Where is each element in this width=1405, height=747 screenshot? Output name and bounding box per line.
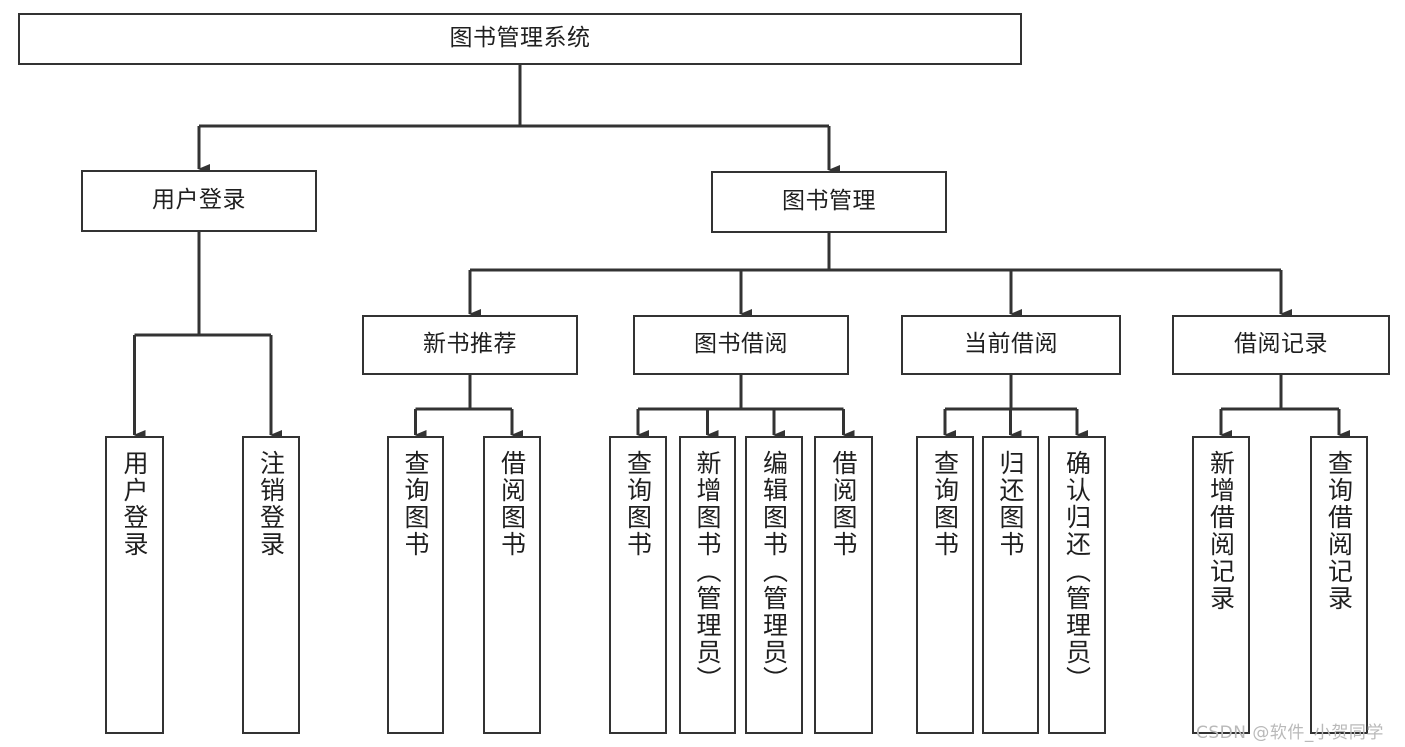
leaf-node-leaf-query-book-2-label: 查询图书 (623, 450, 653, 558)
node-borrow-record[interactable]: 借阅记录 (1172, 315, 1390, 375)
leaf-node-leaf-query-book-1-label: 查询图书 (401, 450, 430, 558)
connector-lines (133, 65, 1350, 440)
leaf-node-leaf-logout-login[interactable]: 注销登录 (242, 436, 300, 734)
leaf-node-leaf-add-book[interactable]: 新增图书（管理员） (679, 436, 736, 734)
leaf-node-leaf-edit-book[interactable]: 编辑图书（管理员） (745, 436, 803, 734)
leaf-node-leaf-query-borrow-record-label: 查询借阅记录 (1324, 450, 1354, 612)
node-borrow-record-label: 借阅记录 (1234, 331, 1328, 358)
leaf-node-leaf-borrow-book-1[interactable]: 借阅图书 (483, 436, 541, 734)
node-current-borrow[interactable]: 当前借阅 (901, 315, 1121, 375)
node-book-management[interactable]: 图书管理 (711, 171, 947, 233)
node-root-system-title[interactable]: 图书管理系统 (18, 13, 1022, 65)
leaf-node-leaf-borrow-book-2[interactable]: 借阅图书 (814, 436, 873, 734)
leaf-node-leaf-query-book-2[interactable]: 查询图书 (609, 436, 667, 734)
leaf-node-leaf-return-book-label: 归还图书 (996, 450, 1025, 558)
node-user-login-label: 用户登录 (152, 187, 246, 214)
node-new-book-recommend[interactable]: 新书推荐 (362, 315, 578, 375)
node-book-borrow[interactable]: 图书借阅 (633, 315, 849, 375)
leaf-node-leaf-query-borrow-record[interactable]: 查询借阅记录 (1310, 436, 1368, 734)
node-root-system-title-label: 图书管理系统 (449, 25, 591, 52)
leaf-node-leaf-borrow-book-2-label: 借阅图书 (829, 450, 858, 558)
leaf-node-leaf-query-book-3-label: 查询图书 (930, 450, 960, 558)
leaf-node-leaf-add-borrow-record-label: 新增借阅记录 (1206, 450, 1236, 612)
leaf-node-leaf-logout-login-label: 注销登录 (256, 450, 286, 558)
leaf-node-leaf-confirm-return[interactable]: 确认归还（管理员） (1048, 436, 1106, 734)
node-current-borrow-label: 当前借阅 (964, 331, 1058, 358)
node-book-management-label: 图书管理 (782, 188, 876, 215)
leaf-node-leaf-add-book-label: 新增图书（管理员） (693, 450, 722, 693)
node-book-borrow-label: 图书借阅 (694, 331, 788, 358)
leaf-node-leaf-confirm-return-label: 确认归还（管理员） (1062, 450, 1092, 693)
node-user-login[interactable]: 用户登录 (81, 170, 317, 232)
leaf-node-leaf-return-book[interactable]: 归还图书 (982, 436, 1039, 734)
watermark-text: CSDN @软件_小贺同学 (1196, 723, 1384, 743)
leaf-node-leaf-query-book-3[interactable]: 查询图书 (916, 436, 974, 734)
leaf-node-leaf-edit-book-label: 编辑图书（管理员） (759, 450, 789, 693)
leaf-node-leaf-borrow-book-1-label: 借阅图书 (497, 450, 527, 558)
leaf-node-leaf-user-login[interactable]: 用户登录 (105, 436, 164, 734)
node-new-book-recommend-label: 新书推荐 (423, 331, 517, 358)
leaf-node-leaf-user-login-label: 用户登录 (120, 450, 149, 558)
leaf-node-leaf-query-book-1[interactable]: 查询图书 (387, 436, 444, 734)
leaf-node-leaf-add-borrow-record[interactable]: 新增借阅记录 (1192, 436, 1250, 734)
